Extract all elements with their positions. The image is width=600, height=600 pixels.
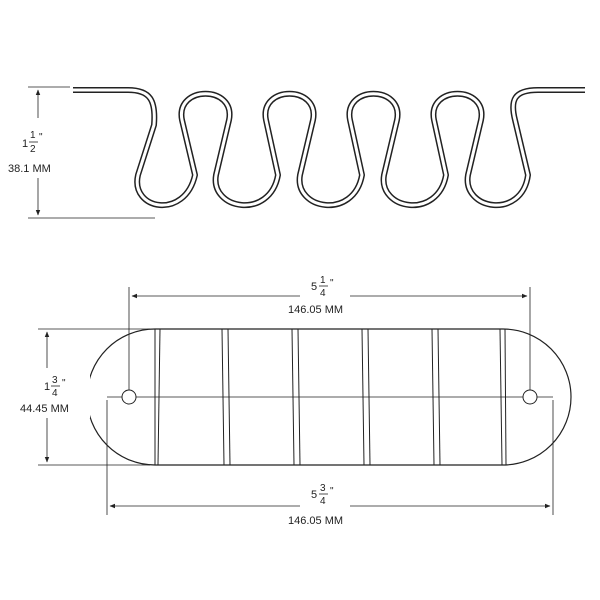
outer-width-whole: 5 — [311, 489, 317, 501]
outer-width-numerator: 3 — [320, 483, 326, 494]
top-height-whole: 1 — [44, 381, 50, 393]
top-height-numerator: 3 — [52, 375, 58, 386]
top-height-unit: " — [62, 378, 66, 389]
outer-width-unit: " — [330, 486, 334, 497]
outer-width-label: 5 3 4 " 146.05 MM — [288, 483, 350, 527]
top-height-metric: 44.45 MM — [20, 403, 69, 415]
side-height-denominator: 2 — [30, 144, 36, 155]
spring-profile — [73, 87, 585, 208]
coil-segments — [154, 328, 507, 466]
mounting-hole-right — [522, 389, 538, 405]
side-height-whole: 1 — [22, 138, 28, 150]
plate-outline — [86, 328, 572, 466]
side-view: 1 1 2 " 38.1 MM — [8, 86, 585, 219]
outer-width-denominator: 4 — [320, 496, 326, 507]
inner-width-unit: " — [330, 278, 334, 289]
mounting-hole-left — [121, 389, 137, 405]
inner-width-label: 5 1 4 " 146.05 MM — [288, 275, 350, 316]
spring-profile-inner — [73, 88, 585, 207]
inner-width-metric: 146.05 MM — [288, 304, 343, 316]
top-height-denominator: 4 — [52, 388, 58, 399]
top-view: 5 1 4 " 146.05 MM 1 3 4 " 44.45 MM 5 3 — [16, 275, 572, 527]
inner-width-denominator: 4 — [320, 288, 326, 299]
top-height-label: 1 3 4 " 44.45 MM — [16, 368, 90, 418]
outer-width-metric: 146.05 MM — [288, 515, 343, 527]
inner-width-numerator: 1 — [320, 275, 326, 286]
side-height-unit: " — [39, 132, 43, 143]
side-height-numerator: 1 — [30, 130, 36, 141]
side-height-label: 1 1 2 " 38.1 MM — [8, 118, 72, 178]
side-height-metric: 38.1 MM — [8, 163, 51, 175]
inner-width-whole: 5 — [311, 281, 317, 293]
